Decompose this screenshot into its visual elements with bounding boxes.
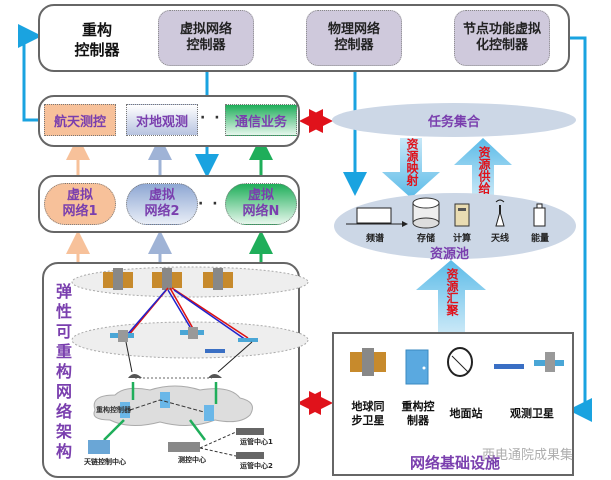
nfv-infra-arrow (568, 36, 592, 422)
node-ttc-center: 测控中心 (178, 456, 206, 464)
task-set[interactable]: 任务集合 (332, 103, 576, 137)
infra-label-geo-satellite: 地球同 步卫星 (351, 400, 385, 427)
task-earth-observation[interactable]: 对地观测 (126, 104, 198, 136)
leo-satellite-icon (110, 330, 134, 342)
feedback-arrow (18, 24, 42, 122)
leo-satellite-icon (180, 327, 204, 339)
resource-pool-title: 资源池 (430, 247, 470, 262)
ground-link (125, 341, 253, 373)
operations-center-icon (236, 452, 264, 459)
reconfig-controller-node-icon (204, 405, 214, 421)
infra-label-ground-station: 地面站 (449, 407, 483, 420)
watermark: 西电通院成果集 (482, 448, 574, 463)
node-tianlian-center: 天链控制中心 (84, 458, 126, 466)
ttc-center-icon (168, 442, 200, 452)
ground-station-icon (208, 374, 222, 378)
reconfig-controller-node-icon (120, 402, 130, 418)
node-operations-center-2: 运管中心2 (240, 462, 273, 470)
task-label: 航天测控 (53, 114, 106, 130)
virtual-network-2[interactable]: 虚拟 网络2 (126, 183, 198, 225)
cloud-label: 重构控制器 (96, 406, 131, 414)
inter-satellite-link (125, 289, 247, 341)
task-label: 通信业务 (234, 114, 287, 130)
reconfig-controller-node-icon (160, 392, 170, 408)
task-set-label: 任务集合 (427, 114, 480, 130)
observation-satellite-icon (494, 352, 564, 372)
node-function-virtualization-controller[interactable]: 节点功能虚拟 化控制器 (454, 10, 550, 66)
operations-center-icon (236, 428, 264, 435)
resource-label-antenna: 天线 (490, 234, 509, 244)
infra-label-reconfig-controller: 重构控 制器 (401, 400, 435, 427)
geo-satellite-icon (203, 268, 233, 290)
virtual-network-label: 虚拟 网络N (242, 188, 280, 219)
resource-mapping-arrow (382, 138, 440, 198)
resource-label-energy: 能量 (530, 234, 549, 244)
resource-label-storage: 存储 (416, 234, 435, 244)
infrastructure-title: 网络基础设施 (410, 454, 501, 472)
spectrum-icon (346, 207, 408, 227)
task-space-tt-c[interactable]: 航天测控 (44, 104, 116, 136)
geo-satellite-icon (152, 268, 182, 290)
infra-label-observation-satellite: 观测卫星 (510, 407, 554, 420)
resource-supply-arrow (454, 138, 512, 197)
leo-satellite-icon (238, 338, 258, 342)
reconfig-controller-icon (405, 349, 429, 385)
observation-satellite-icon (205, 349, 225, 353)
resource-mapping-label: 资源映射 (405, 138, 419, 186)
resource-aggregation-label: 资源汇聚 (445, 268, 459, 316)
virtual-network-label: 虚拟 网络1 (62, 188, 98, 219)
architecture-title: 弹性可重构网络架构 (56, 282, 73, 461)
ops-link (199, 431, 237, 457)
task-communication[interactable]: 通信业务 (225, 104, 297, 136)
ground-station-dish-icon (447, 347, 473, 377)
resource-supply-label: 资源供给 (477, 146, 491, 194)
task-label: 对地观测 (135, 114, 188, 130)
virtual-network-1[interactable]: 虚拟 网络1 (44, 183, 116, 225)
ground-station-icon (128, 374, 142, 378)
reconfig-controller-label: 重构 控制器 (74, 21, 120, 59)
controller-link (129, 399, 205, 413)
physical-network-controller[interactable]: 物理网络 控制器 (306, 10, 402, 66)
tianlian-center-icon (88, 440, 110, 454)
green-link (103, 382, 218, 441)
virtual-network-controller-label: 虚拟网络 控制器 (179, 22, 232, 53)
geo-satellite-icon (103, 268, 133, 290)
resource-aggregation-arrow (416, 260, 486, 332)
virtual-network-controller[interactable]: 虚拟网络 控制器 (158, 10, 254, 66)
physical-network-controller-label: 物理网络 控制器 (327, 22, 380, 53)
geo-satellite-icon (350, 348, 386, 376)
energy-icon (533, 203, 546, 227)
compute-icon (454, 203, 470, 227)
virtual-network-label: 虚拟 网络2 (144, 188, 180, 219)
antenna-icon (495, 199, 505, 227)
storage-icon (412, 197, 440, 229)
resource-label-spectrum: 频谱 (365, 234, 384, 244)
resource-label-compute: 计算 (452, 234, 471, 244)
virtual-network-n[interactable]: 虚拟 网络N (225, 183, 297, 225)
node-operations-center-1: 运管中心1 (240, 438, 273, 446)
node-function-controller-label: 节点功能虚拟 化控制器 (462, 22, 541, 53)
